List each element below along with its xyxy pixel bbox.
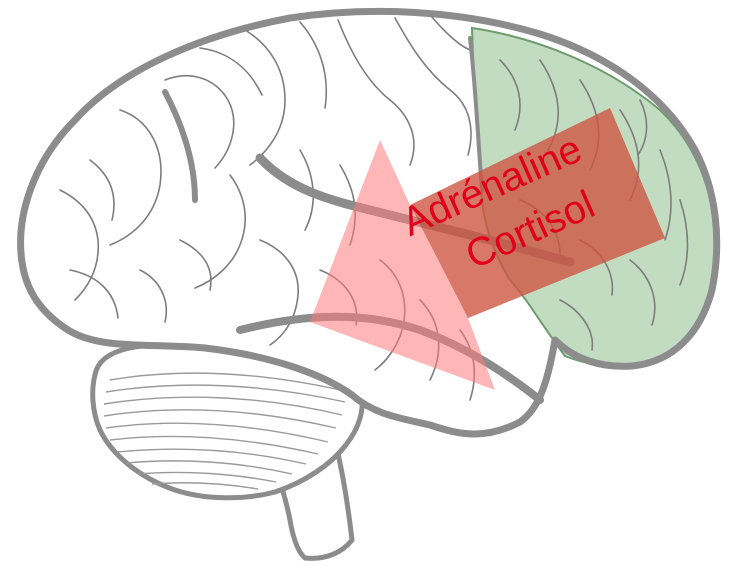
brain-diagram: Adrénaline Cortisol — [0, 0, 736, 566]
